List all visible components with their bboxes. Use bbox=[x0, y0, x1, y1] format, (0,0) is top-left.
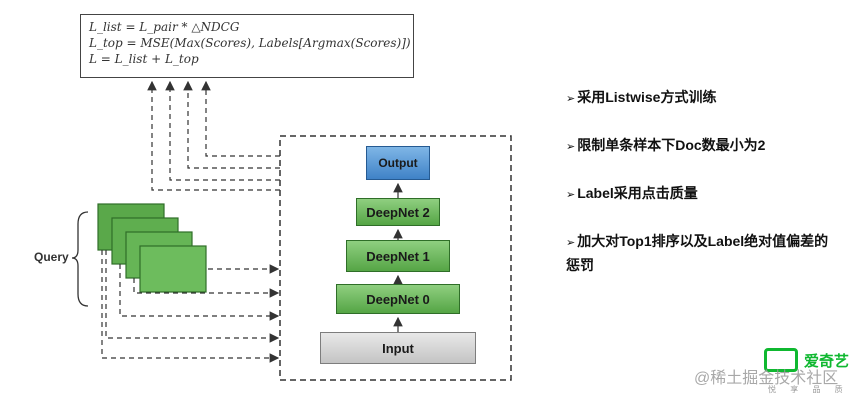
query-brace bbox=[71, 211, 89, 307]
brand-slogan: 悦 享 品 质 bbox=[768, 385, 849, 394]
doc-arrow-2 bbox=[133, 278, 280, 298]
query-doc-4 bbox=[139, 245, 207, 293]
bullet-text: 加大对Top1排序以及Label绝对值偏差的惩罚 bbox=[566, 233, 829, 273]
deepnet-1-node: DeepNet 1 bbox=[346, 240, 450, 272]
bullet-item: ➢Label采用点击质量 bbox=[566, 182, 836, 206]
document-input-arrows bbox=[101, 250, 280, 363]
doc-arrow-5 bbox=[101, 250, 280, 363]
formula-list-loss: L_list = L_pair * △NDCG bbox=[89, 20, 240, 34]
doc-arrow-3 bbox=[119, 264, 280, 321]
brand-name: 爱奇艺 bbox=[804, 353, 850, 370]
bullet-arrow-icon: ➢ bbox=[566, 93, 576, 105]
bullet-item: ➢加大对Top1排序以及Label绝对值偏差的惩罚 bbox=[566, 230, 836, 276]
bullet-list: ➢采用Listwise方式训练 ➢限制单条样本下Doc数最小为2 ➢Label采… bbox=[566, 86, 836, 300]
feedback-arrow-2 bbox=[165, 80, 280, 181]
network-container bbox=[279, 135, 512, 381]
output-node: Output bbox=[366, 146, 430, 180]
loss-formula-box: L_list = L_pair * △NDCG L_top = MSE(Max(… bbox=[80, 14, 414, 78]
bullet-arrow-icon: ➢ bbox=[566, 141, 576, 153]
bullet-arrow-icon: ➢ bbox=[566, 237, 576, 249]
input-node: Input bbox=[320, 332, 476, 364]
watermark-text: @稀土掘金技术社区 bbox=[694, 370, 839, 387]
deepnet-0-node: DeepNet 0 bbox=[336, 284, 460, 314]
formula-total-loss: L = L_list + L_top bbox=[89, 52, 199, 66]
bullet-text: 采用Listwise方式训练 bbox=[577, 89, 717, 105]
bullet-arrow-icon: ➢ bbox=[566, 189, 576, 201]
bullet-item: ➢采用Listwise方式训练 bbox=[566, 86, 836, 110]
formula-top-loss: L_top = MSE(Max(Scores), Labels[Argmax(S… bbox=[89, 36, 411, 50]
feedback-arrow-3 bbox=[183, 80, 280, 169]
bullet-text: 限制单条样本下Doc数最小为2 bbox=[577, 137, 766, 153]
doc-arrow-4 bbox=[105, 250, 280, 343]
deepnet-2-node: DeepNet 2 bbox=[356, 198, 440, 226]
feedback-arrow-4 bbox=[201, 80, 280, 157]
query-label: Query bbox=[34, 250, 69, 264]
query-documents bbox=[97, 203, 207, 293]
bullet-item: ➢限制单条样本下Doc数最小为2 bbox=[566, 134, 836, 158]
iqiyi-logo-icon bbox=[764, 348, 798, 372]
loss-feedback-arrows bbox=[147, 80, 280, 191]
feedback-arrow-1 bbox=[147, 80, 280, 191]
bullet-text: Label采用点击质量 bbox=[577, 185, 698, 201]
